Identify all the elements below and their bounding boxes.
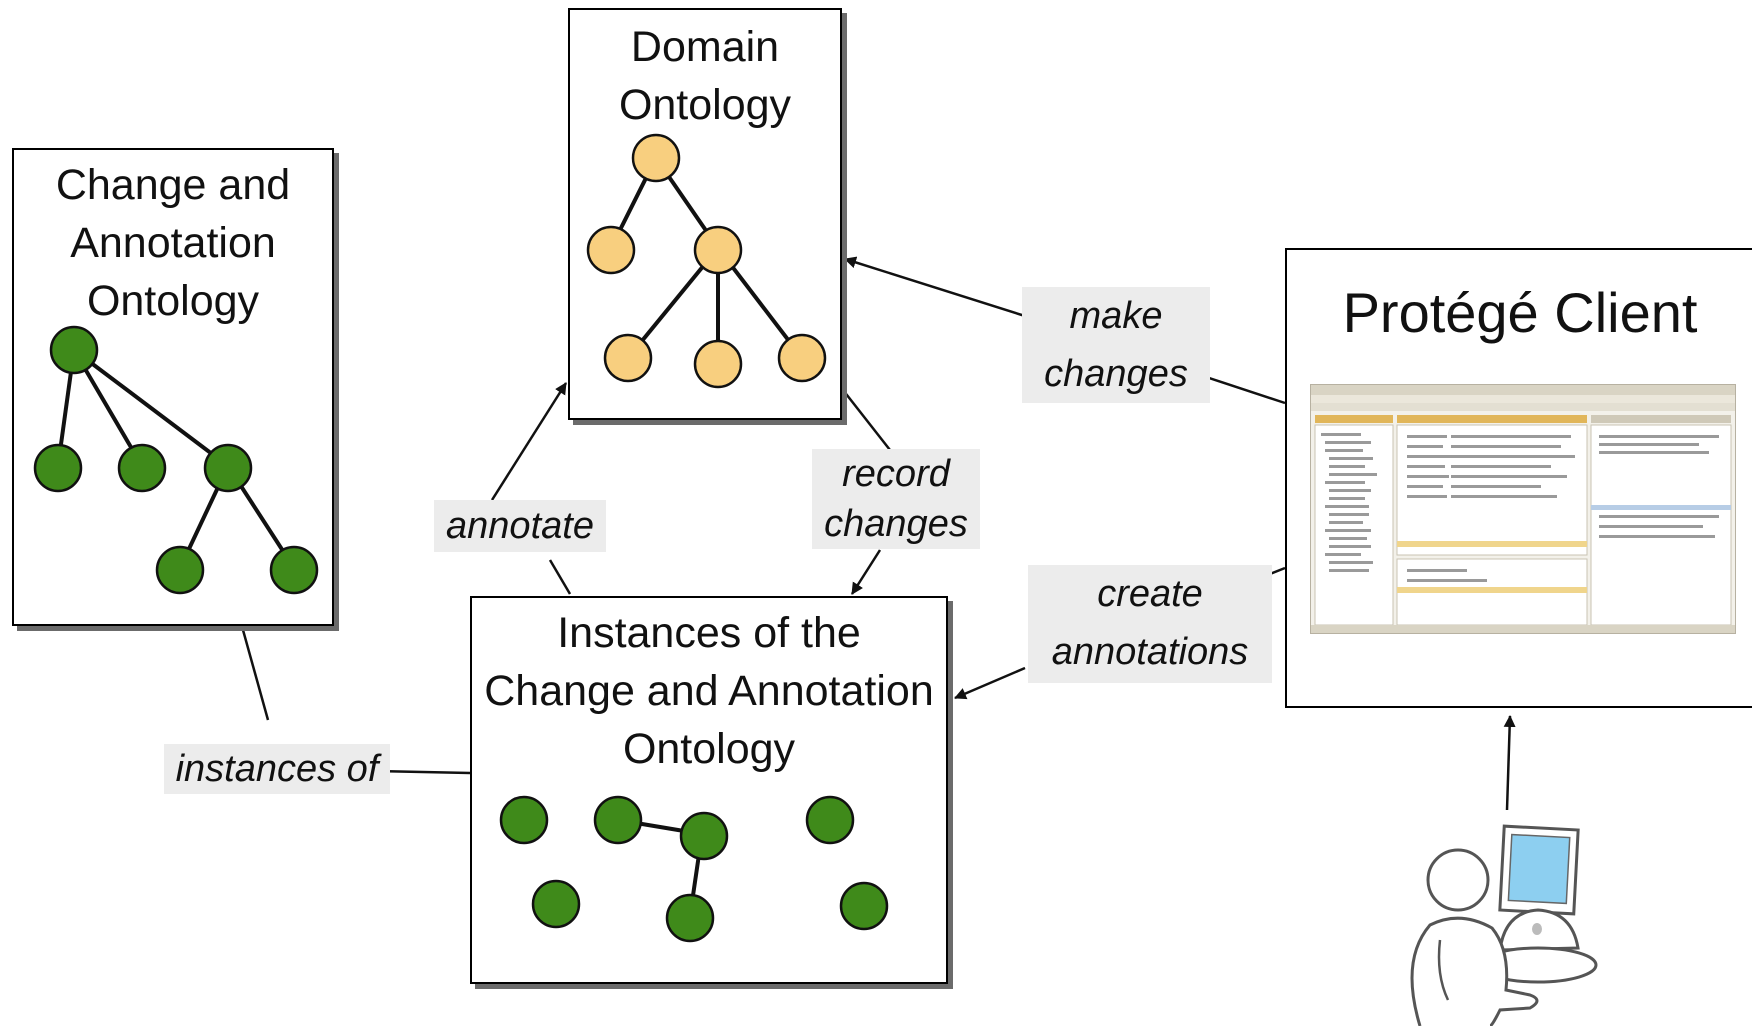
instances-title: Instances of the Change and Annotation O… [484, 609, 934, 773]
record-changes-arrow-b [850, 549, 882, 595]
protege-client-title: Protégé Client [1342, 281, 1698, 344]
tree-node [203, 443, 253, 493]
domain-ontology-nodes [586, 133, 827, 389]
annotate-label: annotate [434, 500, 606, 552]
instances-graph [499, 795, 889, 943]
instances-of-label: instances of [164, 744, 390, 794]
domain-ontology-title: Domain Ontology [618, 23, 792, 129]
record-changes-arrow-a [842, 389, 891, 451]
change-annotation-ontology-tree [33, 325, 319, 595]
instance-node [679, 811, 729, 861]
tree-node [603, 333, 653, 383]
instance-node [665, 893, 715, 943]
app-screenshot-graphic [1311, 385, 1735, 633]
instance-node [805, 795, 855, 845]
tree-node [269, 545, 319, 595]
user-to-client-arrow [1503, 715, 1516, 811]
instance-node [839, 881, 889, 931]
tree-node [49, 325, 99, 375]
make-changes-arrow-b [844, 256, 1026, 318]
tree-node [693, 339, 743, 389]
change-annotation-nodes [33, 325, 319, 595]
make-changes-label: make changes [1022, 287, 1210, 403]
tree-node [586, 225, 636, 275]
tree-node [33, 443, 83, 493]
domain-ontology-tree [586, 133, 827, 389]
tree-node [631, 133, 681, 183]
create-annotations-label: create annotations [1028, 565, 1272, 683]
tree-node [777, 333, 827, 383]
record-changes-label: record changes [812, 449, 980, 549]
instance-node [499, 795, 549, 845]
domain-ontology-box: Domain Ontology [568, 8, 842, 420]
annotate-arrow-b [490, 382, 568, 501]
instance-node [531, 879, 581, 929]
create-annotations-arrow-a [1269, 566, 1286, 576]
instances-of-line-a [241, 629, 270, 721]
create-annotations-arrow-b [954, 666, 1026, 700]
make-changes-arrow-a [1199, 373, 1286, 405]
protege-app-screenshot [1310, 384, 1736, 634]
tree-node [117, 443, 167, 493]
annotate-arrow-a [548, 559, 572, 595]
change-annotation-ontology-title: Change and Annotation Ontology [55, 161, 291, 325]
instances-box: Instances of the Change and Annotation O… [470, 596, 948, 984]
instance-nodes [499, 795, 889, 943]
tree-node [155, 545, 205, 595]
change-annotation-ontology-box: Change and Annotation Ontology [12, 148, 334, 626]
tree-node [693, 225, 743, 275]
instance-node [593, 795, 643, 845]
